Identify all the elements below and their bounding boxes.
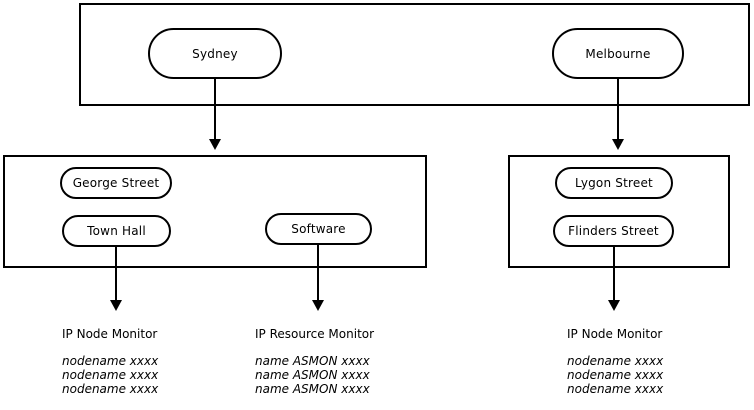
- connector-software-to-resource-monitor: [317, 243, 319, 305]
- monitor-line: name ASMON xxxx: [255, 382, 370, 396]
- node-software[interactable]: Software: [265, 213, 372, 245]
- node-george-street[interactable]: George Street: [60, 167, 172, 199]
- monitor-ip-resource-monitor: IP Resource Monitor name ASMON xxxx name…: [255, 327, 374, 396]
- node-lygon-street[interactable]: Lygon Street: [555, 167, 673, 199]
- node-flinders-street-label: Flinders Street: [568, 224, 659, 238]
- node-melbourne[interactable]: Melbourne: [552, 28, 684, 79]
- monitor-line: nodename xxxx: [567, 382, 664, 396]
- melbourne-sites-container: [508, 155, 730, 268]
- node-sydney-label: Sydney: [192, 46, 238, 61]
- node-melbourne-label: Melbourne: [585, 46, 651, 61]
- node-software-label: Software: [291, 222, 346, 236]
- monitor-line: nodename xxxx: [567, 368, 664, 382]
- monitor-line: name ASMON xxxx: [255, 354, 370, 368]
- node-town-hall[interactable]: Town Hall: [62, 215, 171, 247]
- connector-melbourne-to-sites: [617, 78, 619, 144]
- arrowhead-software-to-resource-monitor: [312, 300, 324, 311]
- node-flinders-street[interactable]: Flinders Street: [553, 215, 674, 247]
- node-lygon-street-label: Lygon Street: [575, 176, 653, 190]
- cities-container: [79, 3, 750, 106]
- connector-sydney-to-sites: [214, 78, 216, 144]
- monitor-line: nodename xxxx: [62, 354, 159, 368]
- monitor-title: IP Resource Monitor: [255, 327, 375, 341]
- monitor-line: nodename xxxx: [567, 354, 664, 368]
- connector-flinders-to-node-monitor: [613, 245, 615, 305]
- monitor-title: IP Node Monitor: [62, 327, 158, 341]
- node-george-street-label: George Street: [72, 176, 160, 190]
- monitor-title: IP Node Monitor: [567, 327, 663, 341]
- monitor-ip-node-monitor-left: IP Node Monitor nodename xxxx nodename x…: [62, 327, 158, 396]
- arrowhead-townhall-to-node-monitor: [110, 300, 122, 311]
- node-town-hall-label: Town Hall: [87, 224, 146, 238]
- monitor-ip-node-monitor-right: IP Node Monitor nodename xxxx nodename x…: [567, 327, 663, 396]
- sydney-sites-container: [3, 155, 427, 268]
- arrowhead-melbourne-to-sites: [612, 139, 624, 150]
- monitor-line: nodename xxxx: [62, 368, 159, 382]
- monitor-line: nodename xxxx: [62, 382, 159, 396]
- arrowhead-flinders-to-node-monitor: [608, 300, 620, 311]
- connector-townhall-to-node-monitor: [115, 245, 117, 305]
- monitor-line: name ASMON xxxx: [255, 368, 370, 382]
- arrowhead-sydney-to-sites: [209, 139, 221, 150]
- node-sydney[interactable]: Sydney: [148, 28, 282, 79]
